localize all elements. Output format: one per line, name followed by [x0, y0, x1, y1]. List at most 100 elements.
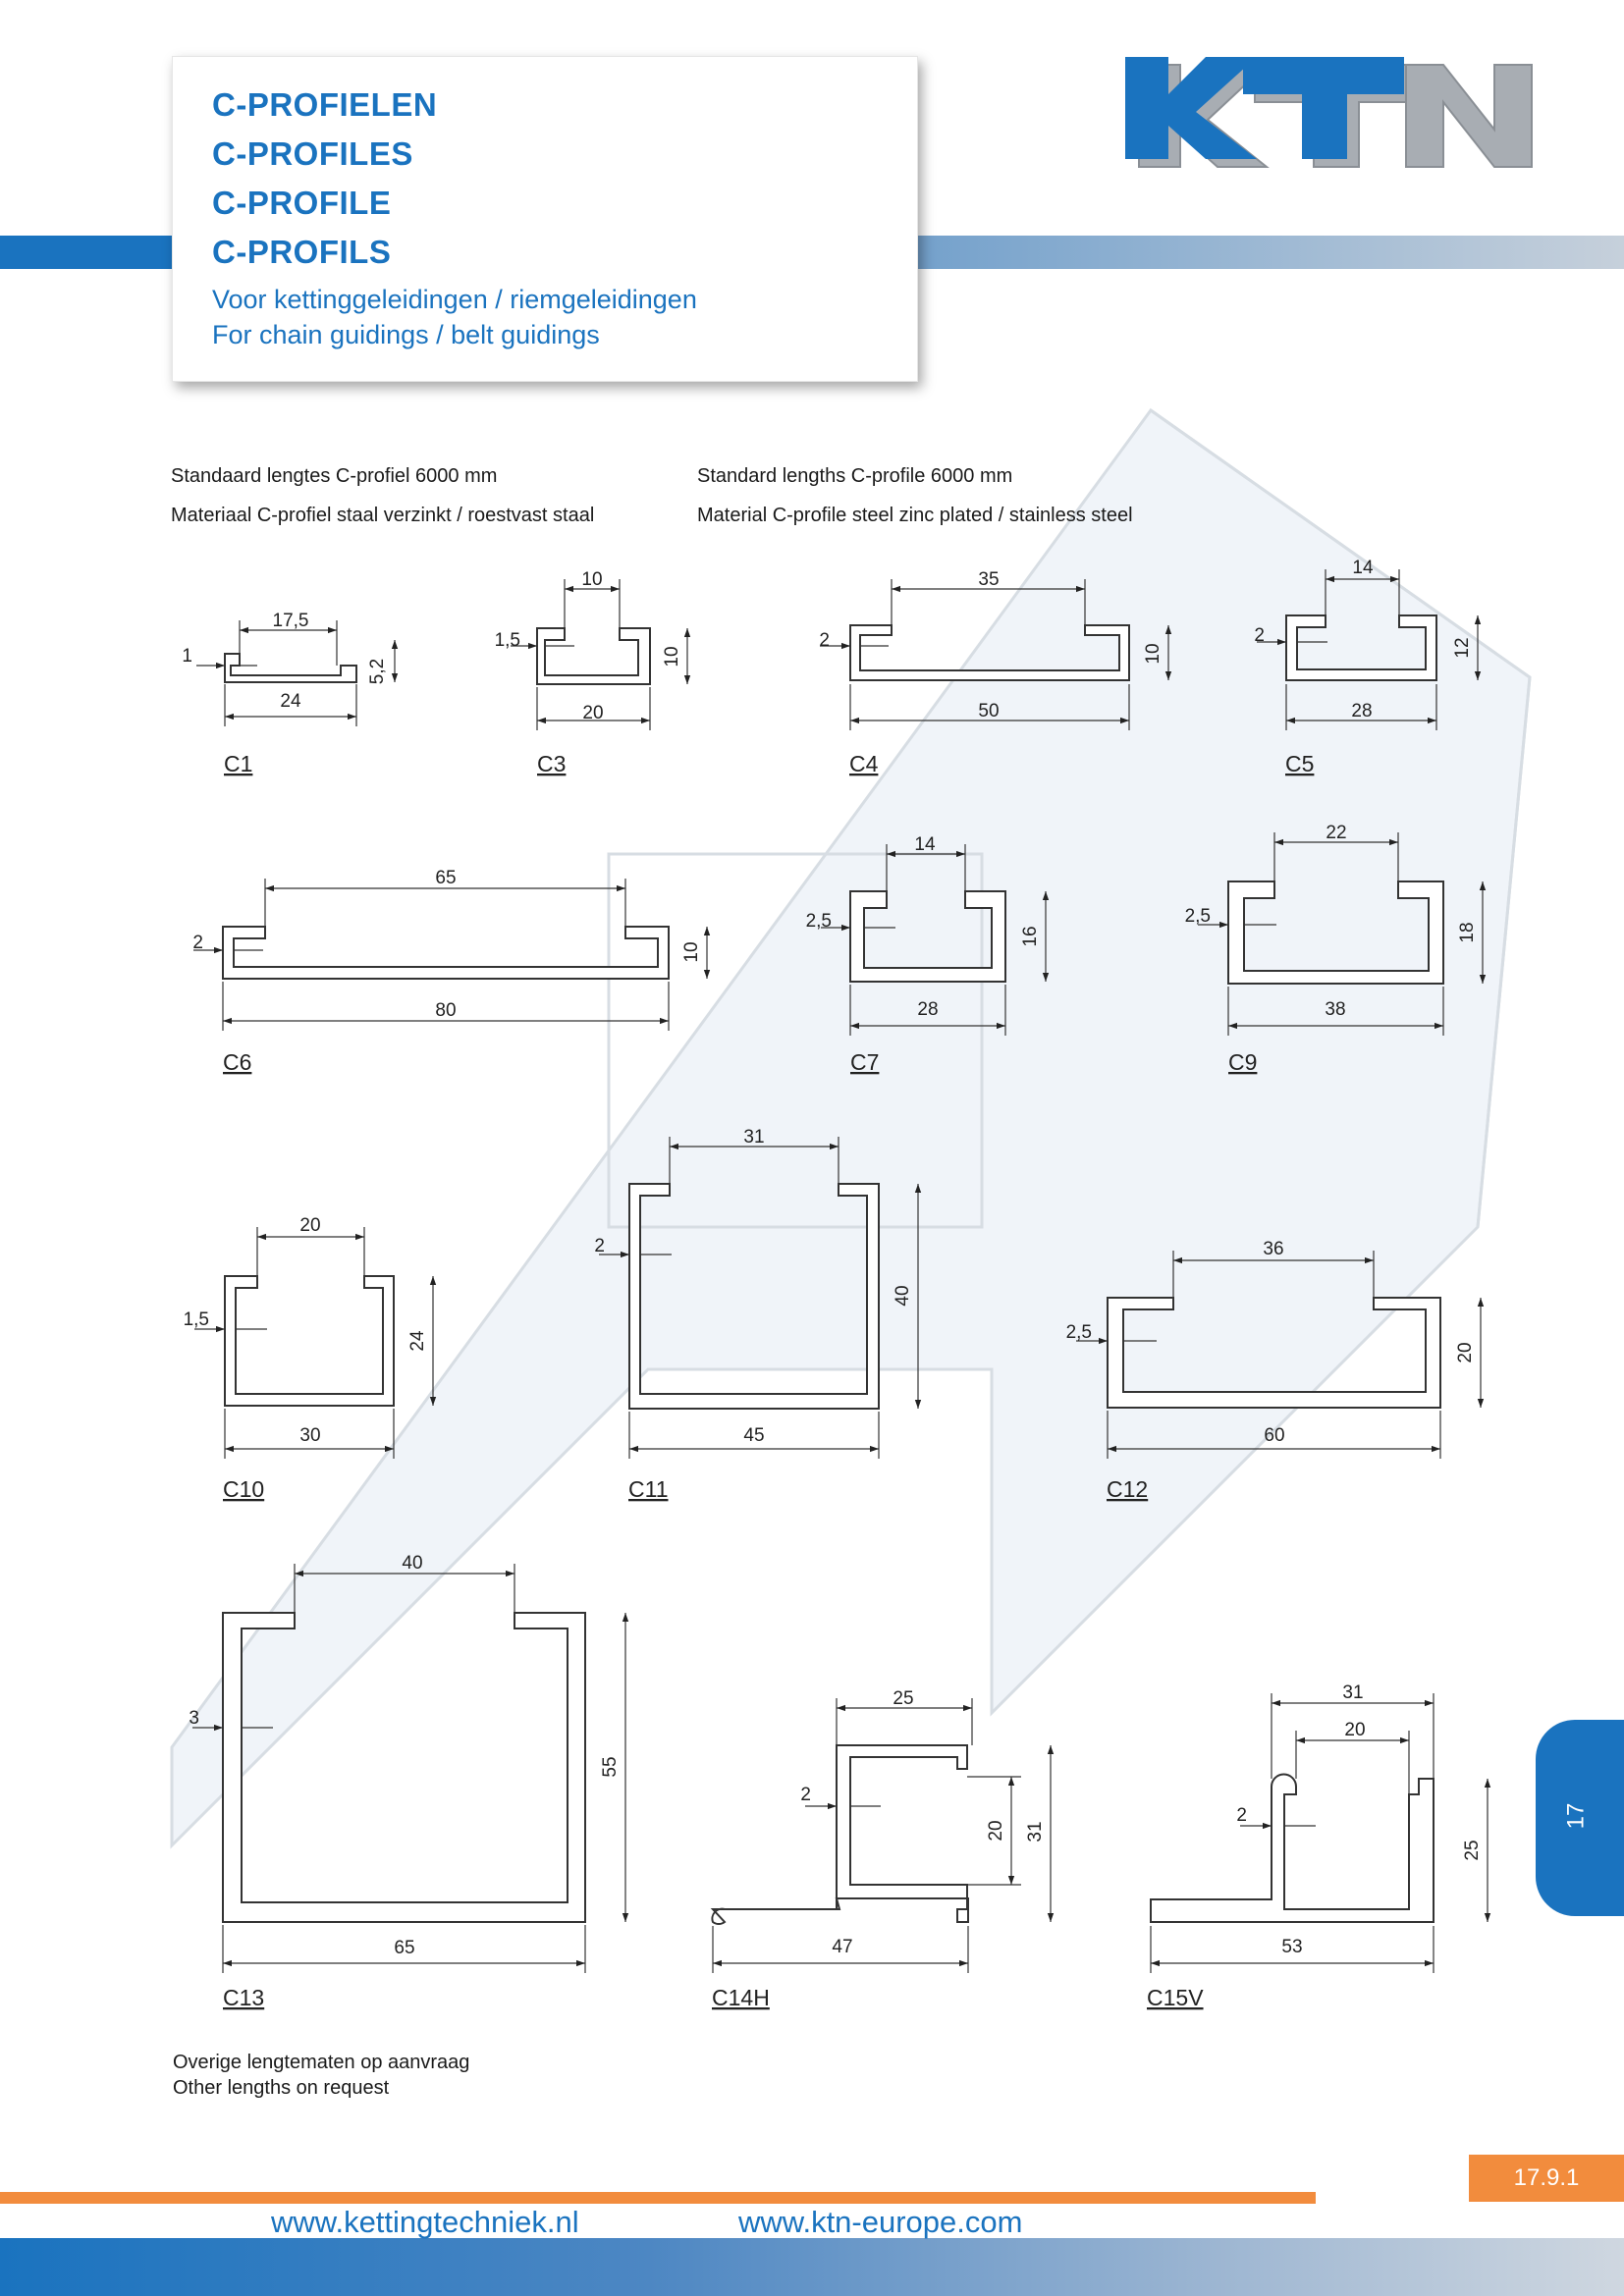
dimension-values: 24 17,5 5,2 1 20 10 10 1,5 50 35 10 2 28…: [182, 558, 1483, 1958]
page-number: 17.9.1: [1469, 2155, 1624, 2202]
title-en: C-PROFILES: [212, 135, 413, 172]
c6-opening: 65: [435, 868, 456, 888]
intro-lengths-en: Standard lengths C-profile 6000 mm: [697, 465, 1013, 487]
c9-opening: 22: [1326, 823, 1346, 843]
c14h-outline: [710, 1744, 969, 1925]
c14h-thickness: 2: [800, 1785, 811, 1805]
title-de: C-PROFILE: [212, 185, 392, 221]
label-c5: C5: [1285, 751, 1314, 776]
c1-opening: 17,5: [273, 611, 309, 631]
c5-thickness: 2: [1254, 625, 1265, 646]
c12-opening: 36: [1263, 1239, 1283, 1259]
label-c15v: C15V: [1147, 1985, 1204, 2010]
title-fr: C-PROFILS: [212, 234, 392, 270]
c3-width: 20: [582, 703, 603, 723]
c11-width: 45: [743, 1425, 764, 1446]
profile-outlines: [222, 614, 1444, 1925]
c12-outline: [1107, 1297, 1441, 1409]
c3-outline: [536, 627, 651, 685]
c7-width: 28: [917, 999, 938, 1020]
label-c1: C1: [224, 751, 252, 776]
c7-opening: 14: [914, 834, 936, 855]
label-c12: C12: [1107, 1476, 1148, 1502]
c7-outline: [849, 890, 1006, 983]
c15v-thickness: 2: [1236, 1805, 1247, 1826]
subtitle-en: For chain guidings / belt guidings: [212, 320, 600, 349]
label-c14h: C14H: [712, 1985, 770, 2010]
c12-width: 60: [1264, 1425, 1284, 1446]
c15v-width: 53: [1281, 1937, 1302, 1957]
profile-labels: C1 C3 C4 C5 C6 C7 C9 C10 C11 C12 C13 C14…: [223, 751, 1314, 2010]
c9-width: 38: [1325, 999, 1345, 1020]
c9-height: 18: [1457, 922, 1478, 942]
c14h-height: 31: [1025, 1821, 1046, 1842]
c3-opening: 10: [581, 569, 602, 590]
c15v-top: 31: [1342, 1682, 1363, 1703]
label-c4: C4: [849, 751, 879, 776]
c6-outline: [222, 926, 670, 980]
c13-opening: 40: [402, 1553, 422, 1574]
c11-height: 40: [893, 1285, 913, 1306]
c13-thickness: 3: [189, 1708, 199, 1729]
c3-height: 10: [662, 646, 682, 667]
c9-thickness: 2,5: [1185, 906, 1211, 927]
c1-height: 5,2: [367, 659, 388, 684]
c15v-opening: 20: [1344, 1720, 1365, 1740]
intro-material-nl: Materiaal C-profiel staal verzinkt / roe…: [171, 505, 595, 526]
c11-thickness: 2: [594, 1236, 605, 1256]
c1-width: 24: [280, 691, 301, 712]
title-nl: C-PROFIELEN: [212, 86, 438, 123]
label-c3: C3: [537, 751, 566, 776]
c13-width: 65: [394, 1938, 414, 1958]
c11-opening: 31: [743, 1127, 764, 1148]
c4-thickness: 2: [819, 630, 830, 651]
c9-outline: [1227, 881, 1444, 985]
c5-opening: 14: [1352, 558, 1374, 578]
c10-height: 24: [407, 1330, 428, 1352]
c10-thickness: 1,5: [184, 1309, 209, 1330]
c15v-height: 25: [1462, 1840, 1483, 1860]
c6-thickness: 2: [192, 933, 203, 953]
note-nl: Overige lengtematen op aanvraag: [173, 2052, 470, 2073]
c10-outline: [224, 1275, 395, 1407]
c11-outline: [628, 1183, 880, 1410]
c12-height: 20: [1455, 1342, 1476, 1362]
intro-lengths-nl: Standaard lengtes C-profiel 6000 mm: [171, 465, 498, 487]
label-c13: C13: [223, 1985, 264, 2010]
title-box: C-PROFIELEN C-PROFILES C-PROFILE C-PROFI…: [172, 56, 918, 382]
footer-color-band: [0, 2238, 1624, 2296]
c7-height: 16: [1020, 926, 1041, 946]
c4-outline: [849, 624, 1130, 681]
footer-url-eu[interactable]: www.ktn-europe.com: [738, 2205, 1023, 2239]
c13-outline: [222, 1612, 586, 1923]
label-c6: C6: [223, 1049, 251, 1075]
c7-thickness: 2,5: [806, 911, 832, 932]
c4-height: 10: [1143, 643, 1164, 664]
watermark-outline: [607, 408, 1532, 1229]
c10-width: 30: [299, 1425, 320, 1446]
c4-width: 50: [978, 701, 999, 721]
dimension-lines: [192, 569, 1491, 1973]
label-c10: C10: [223, 1476, 264, 1502]
c15v-outline: [1150, 1773, 1435, 1923]
c12-thickness: 2,5: [1066, 1322, 1092, 1343]
label-c7: C7: [850, 1049, 879, 1075]
c5-outline: [1285, 614, 1437, 681]
c1-outline: [224, 653, 357, 683]
ktn-logo: [1125, 57, 1533, 168]
c4-opening: 35: [978, 569, 999, 590]
c14h-inner-height: 20: [986, 1820, 1006, 1841]
footer-url-nl[interactable]: www.kettingtechniek.nl: [271, 2205, 579, 2239]
section-tab: 17: [1536, 1720, 1624, 1916]
c6-width: 80: [435, 1000, 456, 1021]
label-c9: C9: [1228, 1049, 1257, 1075]
note-en: Other lengths on request: [173, 2077, 390, 2099]
c10-opening: 20: [299, 1215, 320, 1236]
c1-thickness: 1: [182, 646, 192, 667]
section-tab-number: 17: [1562, 1802, 1590, 1830]
c3-thickness: 1,5: [495, 630, 520, 651]
subtitle-nl: Voor kettinggeleidingen / riemgeleidinge…: [212, 285, 697, 314]
c14h-top: 25: [893, 1688, 913, 1709]
label-c11: C11: [628, 1476, 669, 1502]
